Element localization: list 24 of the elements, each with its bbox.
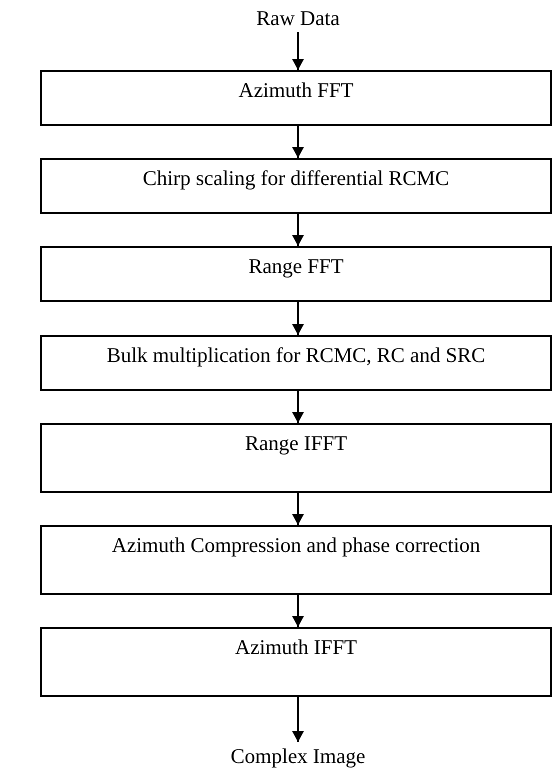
step-label: Chirp scaling for differential RCMC xyxy=(142,166,450,191)
arrow xyxy=(292,32,304,70)
arrow xyxy=(292,493,304,525)
process-box xyxy=(40,525,552,595)
arrow xyxy=(292,595,304,627)
process-box xyxy=(40,246,552,302)
process-box xyxy=(40,335,552,391)
process-box xyxy=(40,70,552,126)
step-label: Range IFFT xyxy=(244,431,348,456)
step-label: Bulk multiplication for RCMC, RC and SRC xyxy=(106,343,486,368)
arrow xyxy=(292,214,304,246)
step-label: Azimuth FFT xyxy=(238,78,354,103)
process-box xyxy=(40,423,552,493)
arrow xyxy=(292,126,304,158)
arrow xyxy=(292,302,304,335)
arrow xyxy=(292,391,304,423)
step-label: Azimuth IFFT xyxy=(235,635,357,660)
step-label: Range FFT xyxy=(248,254,344,279)
process-box xyxy=(40,627,552,697)
step-label: Azimuth Compression and phase correction xyxy=(112,533,480,558)
io-label: Complex Image xyxy=(230,744,366,769)
process-box xyxy=(40,158,552,214)
io-label: Raw Data xyxy=(256,6,340,31)
arrow xyxy=(292,697,304,742)
